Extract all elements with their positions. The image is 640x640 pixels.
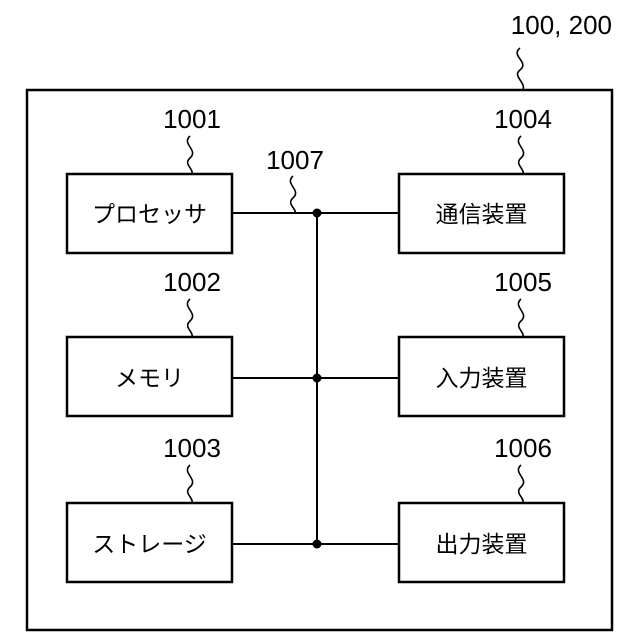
comm-device-ref-label: 1004 bbox=[494, 104, 552, 134]
input-device-ref-label: 1005 bbox=[494, 267, 552, 297]
bus-junction-bottom bbox=[313, 540, 322, 549]
storage-block: ストレージ 1003 bbox=[67, 433, 232, 582]
processor-ref-label: 1001 bbox=[163, 104, 221, 134]
output-device-ref-label: 1006 bbox=[494, 433, 552, 463]
output-device-label: 出力装置 bbox=[436, 532, 528, 558]
input-device-block: 入力装置 1005 bbox=[399, 267, 564, 416]
device-ref-leader bbox=[517, 48, 523, 90]
output-device-block: 出力装置 1006 bbox=[399, 433, 564, 582]
memory-ref-label: 1002 bbox=[163, 267, 221, 297]
storage-label: ストレージ bbox=[92, 532, 207, 558]
storage-ref-leader bbox=[187, 465, 192, 503]
device-ref-label: 100, 200 bbox=[511, 10, 612, 40]
processor-ref-leader bbox=[187, 136, 192, 174]
system-bus bbox=[232, 209, 399, 549]
comm-device-block: 通信装置 1004 bbox=[399, 104, 564, 253]
processor-label: プロセッサ bbox=[92, 202, 207, 228]
bus-ref-label: 1007 bbox=[266, 145, 324, 175]
comm-device-label: 通信装置 bbox=[436, 202, 528, 228]
memory-label: メモリ bbox=[115, 366, 184, 392]
input-device-ref-leader bbox=[518, 299, 523, 337]
comm-device-ref-leader bbox=[518, 136, 523, 174]
storage-ref-label: 1003 bbox=[163, 433, 221, 463]
bus-junction-middle bbox=[313, 374, 322, 383]
bus-junction-top bbox=[313, 209, 322, 218]
bus-ref-leader bbox=[290, 176, 295, 213]
memory-ref-leader bbox=[187, 299, 192, 337]
processor-block: プロセッサ 1001 bbox=[67, 104, 232, 253]
input-device-label: 入力装置 bbox=[436, 366, 528, 392]
memory-block: メモリ 1002 bbox=[67, 267, 232, 416]
output-device-ref-leader bbox=[518, 465, 523, 503]
